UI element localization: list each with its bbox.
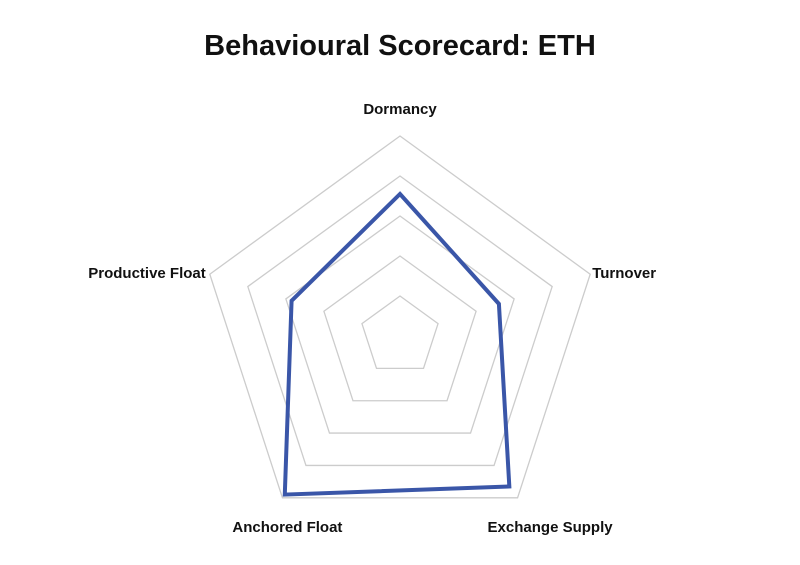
grid-ring-5 <box>209 135 591 499</box>
chart-title: Behavioural Scorecard: ETH <box>204 30 596 62</box>
grid-ring-2 <box>323 255 477 402</box>
axis-label-dormancy: Dormancy <box>363 101 437 118</box>
axis-label-exchange-supply: Exchange Supply <box>488 519 614 536</box>
grid-ring-1 <box>361 295 439 370</box>
grid-ring-4 <box>247 175 553 467</box>
axis-label-turnover: Turnover <box>592 265 656 282</box>
series-line-1 <box>282 191 512 497</box>
axis-label-anchored-float: Anchored Float <box>232 519 342 536</box>
axis-label-productive-float: Productive Float <box>88 265 206 282</box>
